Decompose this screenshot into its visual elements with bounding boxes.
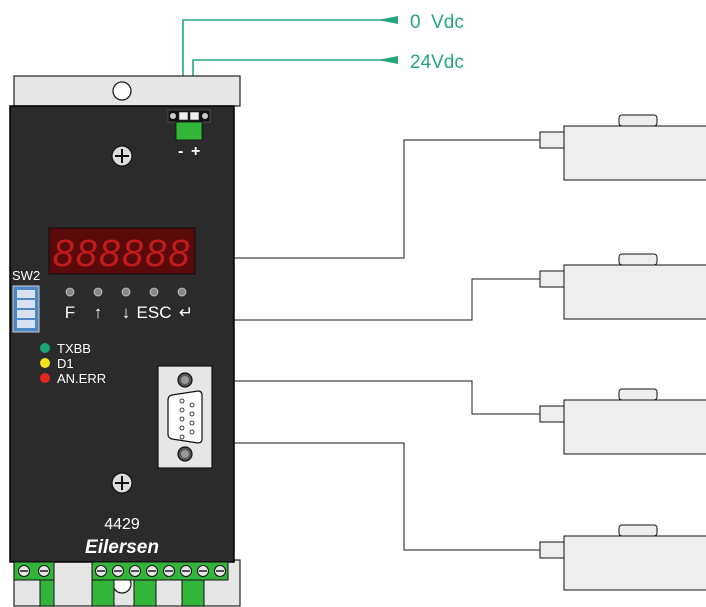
load-cell-cables <box>234 139 540 551</box>
key-f-button[interactable] <box>65 287 75 297</box>
terminal-plus-label: + <box>191 143 200 160</box>
screw-top-icon <box>111 145 133 167</box>
led-txbb-label: TXBB <box>57 341 91 356</box>
cable-load-cell-4 <box>234 442 540 551</box>
dip-switch-sw2: SW2 <box>12 268 40 333</box>
led-d1-label: D1 <box>57 356 74 371</box>
load-cell-3 <box>539 388 706 455</box>
mounting-hole-top <box>112 81 132 101</box>
cable-load-cell-3 <box>234 380 540 415</box>
arrow-24vdc-icon <box>378 56 398 64</box>
power-terminal-plug <box>175 121 203 141</box>
db9-connector <box>157 365 213 469</box>
load-cell-1 <box>539 114 706 181</box>
device-body <box>9 105 235 563</box>
key-enter-button[interactable] <box>177 287 187 297</box>
display-digits: 888888 <box>53 233 192 275</box>
key-up-label: ↑ <box>94 303 103 322</box>
sw2-label: SW2 <box>12 268 40 283</box>
label-0vdc: 0 Vdc <box>410 12 464 33</box>
key-esc-label: ESC <box>137 303 172 322</box>
keypad: F ↑ ↓ ESC ↵ <box>65 287 193 322</box>
screw-bottom-icon <box>111 472 133 494</box>
led-d1-icon <box>40 358 50 368</box>
terminal-minus-label: - <box>178 143 183 160</box>
arrow-0vdc-icon <box>378 16 398 24</box>
bottom-terminal-block-left <box>13 561 55 607</box>
key-down-label: ↓ <box>122 303 131 322</box>
cable-load-cell-1 <box>234 139 540 259</box>
bottom-terminal-block-right <box>91 561 229 607</box>
brand-logo: Eilersen <box>85 537 159 558</box>
key-down-button[interactable] <box>121 287 131 297</box>
load-cell-4 <box>539 524 706 591</box>
key-enter-label: ↵ <box>179 303 193 322</box>
led-anerr-label: AN.ERR <box>57 371 106 386</box>
model-number: 4429 <box>104 516 140 533</box>
led-txbb-icon <box>40 343 50 353</box>
status-leds: TXBB D1 AN.ERR <box>40 341 106 386</box>
power-terminal-block: - + <box>167 109 211 160</box>
led-display: 888888 <box>48 227 196 275</box>
led-anerr-icon <box>40 373 50 383</box>
key-up-button[interactable] <box>93 287 103 297</box>
key-esc-button[interactable] <box>149 287 159 297</box>
label-24vdc: 24Vdc <box>410 52 464 73</box>
load-cell-2 <box>539 253 706 320</box>
key-f-label: F <box>65 303 75 322</box>
cable-load-cell-2 <box>234 278 540 321</box>
